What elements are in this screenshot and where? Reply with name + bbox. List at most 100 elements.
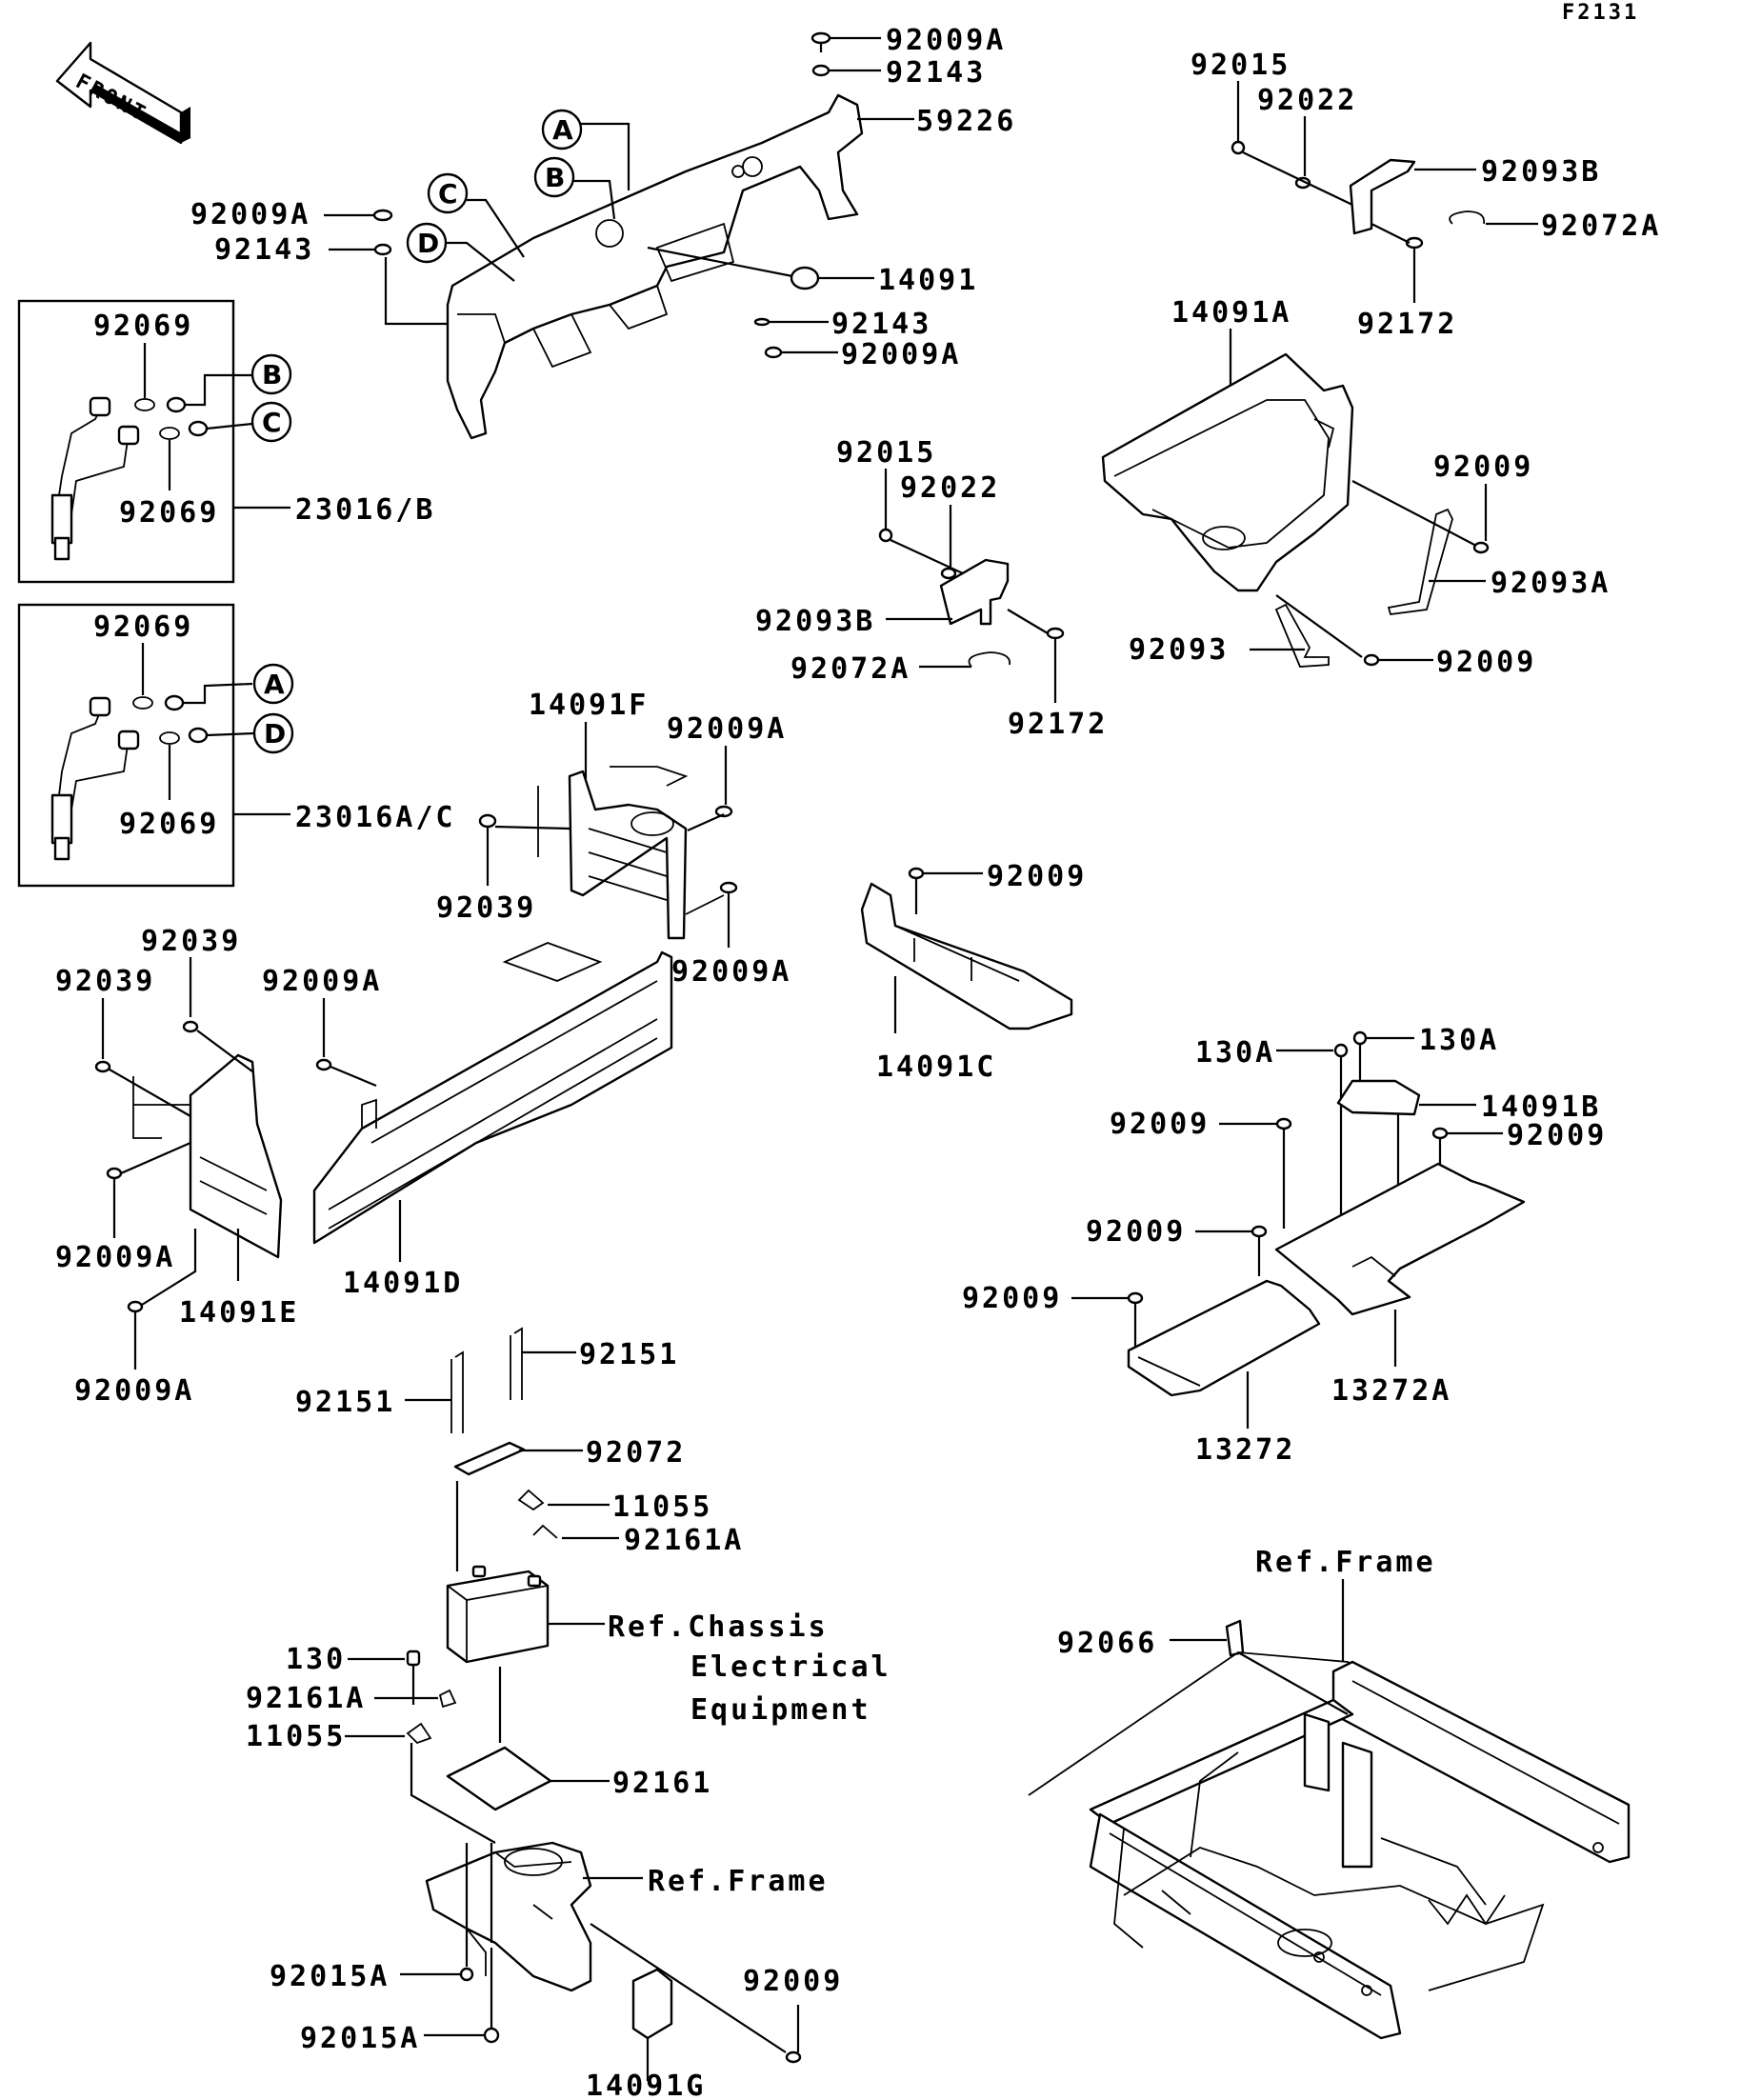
screw-92009A-mid [764,346,838,359]
main-frame [1028,1651,1631,2040]
plate-13272 [1127,1279,1321,1397]
washer-92143-top [811,64,881,77]
callout-A: A [541,109,630,190]
label-13272A: 13272A [1331,1374,1451,1408]
label-92009-b3: 92009 [1086,1215,1186,1249]
label-14091B: 14091B [1481,1090,1601,1124]
rod-92151-left [450,1350,464,1433]
label-92039-f: 92039 [436,891,536,925]
panel-14091C [860,882,1073,1030]
label-92009A-left: 92009A [190,198,310,231]
label-92069-box2-bot: 92069 [119,808,219,841]
tray-14091A [1101,352,1354,592]
clip-11055-b [406,1722,432,1745]
clip-11055-t [517,1489,545,1511]
bolt-92039-f [478,813,497,886]
label-92022-tr: 92022 [1257,84,1357,117]
screw-92009A-e1 [106,1167,123,1238]
frame-section-bottom [425,1841,592,1992]
cap-14091 [647,246,874,290]
mat-92161 [446,1746,552,1811]
label-92009A-f2: 92009A [671,955,791,989]
ref-chassis-line2: Electrical [690,1650,891,1684]
svg-text:D: D [417,228,439,259]
label-11055-b: 11055 [246,1720,346,1753]
callout-D: D [406,222,515,282]
label-92172-tr: 92172 [1357,308,1457,341]
svg-text:A: A [264,669,285,700]
label-92022-mid: 92022 [900,471,1000,505]
clip-92161A-b [438,1689,457,1709]
nut-92015-mid [878,528,893,543]
label-92172-mid: 92172 [1008,708,1108,741]
label-14091A: 14091A [1171,296,1291,330]
label-92009-r2: 92009 [1436,646,1536,679]
clip-92161A-t [532,1524,558,1539]
screw-92009A-f2 [719,881,738,948]
panel-14091F [568,770,688,940]
label-92039-b: 92039 [55,965,155,998]
clamp-92072A-mid [968,651,1011,668]
callout-C-box: C [250,401,292,443]
bracket-92093B-mid [939,558,1010,626]
label-92072: 92072 [586,1436,686,1470]
label-59226: 59226 [916,105,1016,138]
ref-frame-right: Ref.Frame [1255,1546,1436,1579]
callout-B: B [533,156,616,220]
label-92069-box1-top: 92069 [93,310,193,343]
label-92161A-b: 92161A [246,1682,366,1715]
callout-C: C [427,172,525,258]
label-92143-left: 92143 [214,233,314,267]
label-92009-b4: 92009 [962,1282,1062,1315]
label-92009A-f: 92009A [667,712,787,746]
svg-text:B: B [262,359,282,390]
label-92015A-2: 92015A [300,2022,420,2055]
label-92015-mid: 92015 [836,436,936,470]
label-11055-t: 11055 [612,1490,712,1524]
label-92093A: 92093A [1491,567,1611,600]
bolt-92039-a [182,1020,199,1033]
label-92009A-e2: 92009A [74,1374,194,1408]
label-92143-mid: 92143 [831,308,931,341]
panel-14091D [312,950,673,1245]
callout-A-box: A [252,663,294,705]
label-92009-g: 92009 [743,1965,843,1998]
label-92093B-mid: 92093B [755,605,875,638]
bolt-92172-mid [1046,627,1065,703]
screw-92009A-e2 [127,1300,144,1370]
bolt-92172-tr [1405,236,1424,303]
svg-text:A: A [552,114,573,146]
battery [446,1565,550,1664]
label-92009-b2: 92009 [1507,1119,1607,1152]
screw-92009A-f [714,805,733,818]
label-14091E: 14091E [179,1296,299,1330]
label-92069-box2-top: 92069 [93,610,193,644]
screw-92009A-top [810,31,881,52]
plate-13272A [1274,1162,1526,1316]
nut-92015-tr [1231,140,1246,155]
screw-92009-r1 [1472,541,1490,554]
harness-23016AC [50,696,140,861]
screw-92009-g [785,2050,802,2064]
label-92009-r1: 92009 [1433,450,1533,484]
label-14091G: 14091G [586,2070,706,2100]
diagram-id: F2131 [1562,1,1639,25]
svg-text:B: B [545,162,565,193]
washer-92022-mid [940,567,957,580]
label-92009A-mid: 92009A [841,338,961,371]
bumper-92066 [1225,1619,1245,1657]
label-92072A-mid: 92072A [790,652,911,686]
label-14091D: 14091D [343,1267,463,1300]
screw-92009-b3 [1251,1225,1268,1276]
bracket-92093B-tr [1349,158,1416,235]
label-130A-1: 130A [1195,1036,1275,1070]
svg-text:C: C [438,178,458,210]
screw-92009A-d [315,1058,332,1071]
harness-23016B [50,396,140,561]
nut-92015A-2 [483,2027,500,2044]
bolt-130 [406,1650,421,1705]
bracket-14091G [631,1968,673,2040]
label-13272: 13272 [1195,1433,1295,1467]
label-14091F: 14091F [529,689,649,722]
